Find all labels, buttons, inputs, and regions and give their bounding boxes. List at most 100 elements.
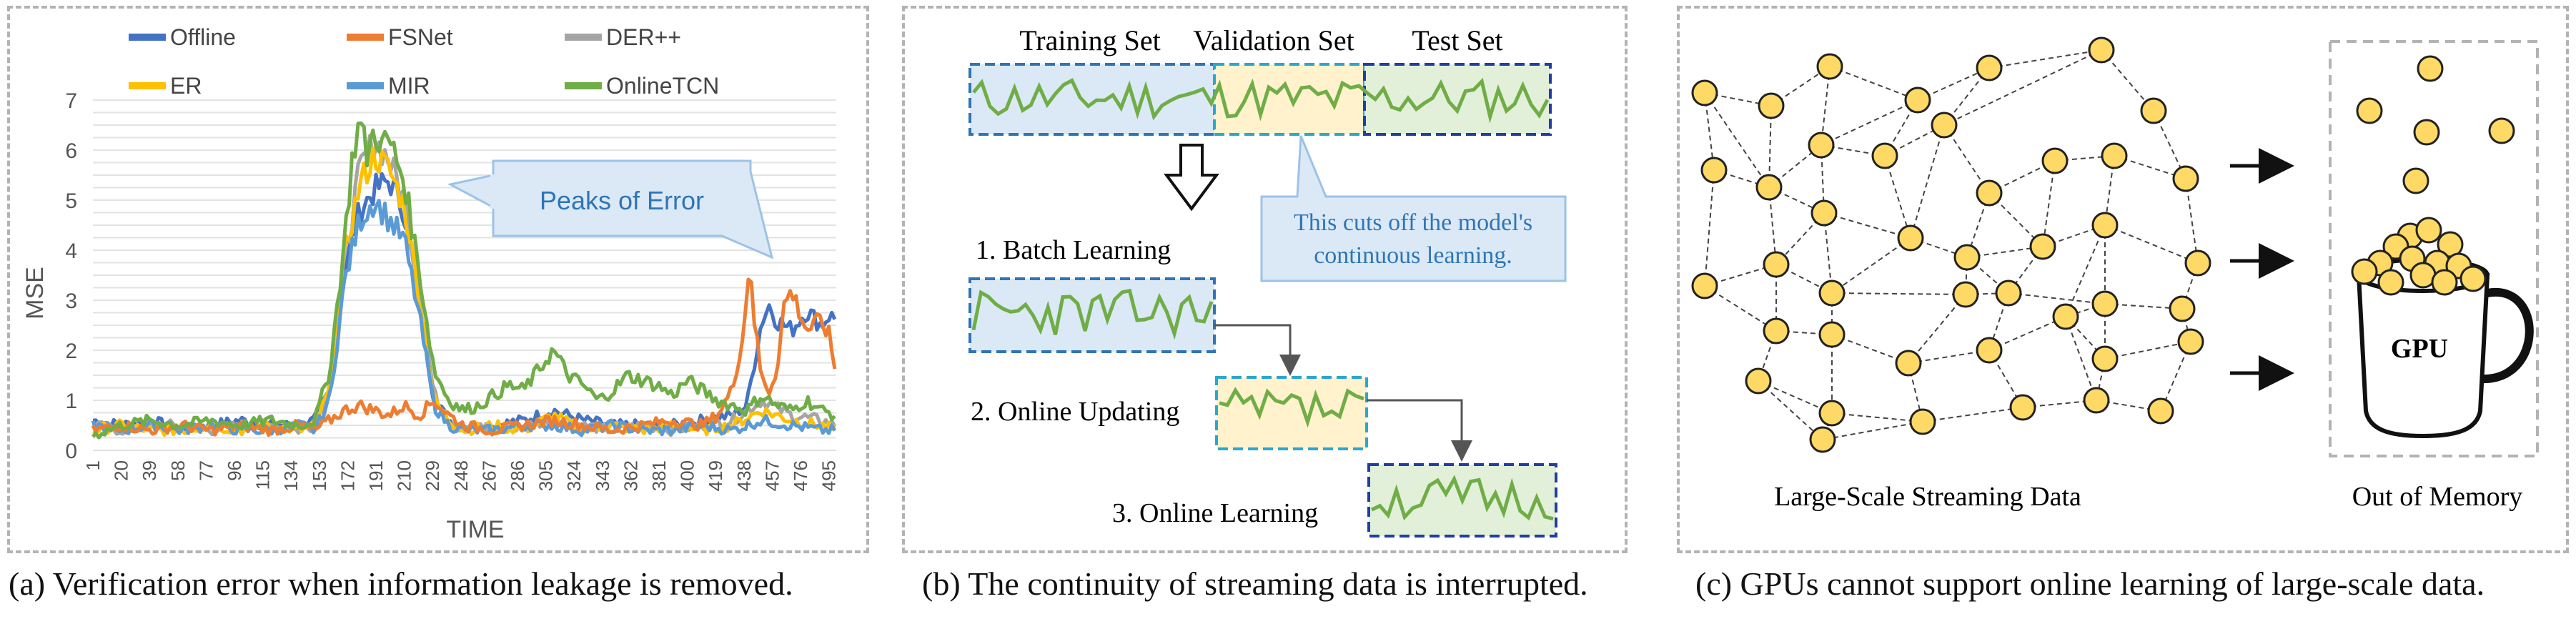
network-edge [1831,412,1923,422]
data-node [2091,290,2119,317]
x-tick-label: 457 [761,460,783,491]
data-node [1952,281,1979,308]
x-tick-label: 134 [280,460,302,491]
data-node [2169,295,2196,322]
y-tick-label: 0 [65,440,77,463]
network-edge [1910,124,1945,239]
network-edge [1965,257,1968,295]
overflow-node [2459,265,2487,292]
large-scale-label: Large-Scale Streaming Data [1774,482,2081,512]
validation-box-2 [1215,376,1368,450]
validation-signal [1219,387,1364,428]
batch-box [969,277,1216,353]
x-tick-label: 20 [111,460,132,481]
chart-legend: Offline FSNet DER++ ER MIR OnlineTCN [129,24,719,99]
network-nodes [1691,36,2211,453]
x-tick-label: 77 [195,460,217,481]
data-node [1976,337,2003,364]
gpu-mug: GPU [2356,257,2534,439]
x-tick-label: 438 [733,460,755,491]
overflow-node [2431,269,2458,296]
data-node [1755,174,1783,201]
callout-b-line1: This cuts off the model's [1294,209,1532,236]
network-edge [1704,285,1777,332]
callout-seam-right [743,223,753,234]
series-line-fsnet [91,277,837,437]
test-set-box [1363,63,1552,136]
batch-signal [971,288,1214,340]
network-edge [1943,49,2102,126]
network-edge [1884,155,1911,239]
step-online-learning: 3. Online Learning [1112,498,1318,528]
header-test: Test Set [1412,24,1502,56]
x-tick-label: 58 [167,460,189,481]
network-edge [1823,212,1833,294]
panel-c: Large-Scale Streaming Data Out of Memory… [1691,36,2539,512]
overflow-node [2402,167,2429,194]
network-edge [1943,124,1990,194]
data-node [1810,199,1838,227]
network-edge [2185,178,2199,264]
overflow-node [2351,258,2378,285]
header-training: Training Set [1019,24,1160,56]
data-node [1808,132,1835,159]
x-tick-label: 362 [620,460,641,491]
network-edge [1988,49,2102,69]
x-tick-label: 419 [705,460,726,491]
x-tick-label: 191 [365,460,387,491]
training-set-box [969,63,1216,136]
x-tick-label: 248 [450,460,472,491]
caption-b: (b) The continuity of streaming data is … [922,565,1588,602]
overflow-node [2413,119,2440,146]
arrow-batch-to-online [1214,324,1301,376]
x-tick-label: 267 [478,460,500,491]
y-axis-label: MSE [21,267,49,320]
data-node [2083,387,2110,414]
data-node [1904,86,1931,114]
data-node [1700,157,1728,184]
chart-series [91,121,837,440]
x-tick-label: 229 [422,460,443,491]
panel-c-frame [1677,6,2569,553]
data-node [1895,350,1922,377]
network-edge [1829,66,1918,101]
callout-b-shape [1260,135,1567,282]
legend-label-er: ER [170,73,202,99]
panel-b-frame [902,6,1628,553]
out-of-memory-label: Out of Memory [2352,482,2523,512]
x-tick-label: 210 [394,460,415,491]
x-tick-label: 115 [252,460,274,490]
y-tick-label: 1 [65,390,77,413]
data-node [2091,212,2119,239]
mug-body [2356,273,2490,439]
gpu-label: GPU [2391,334,2448,364]
y-tick-label: 5 [65,189,77,213]
data-node [1995,279,2022,307]
network-edge [1704,169,1715,287]
data-node [1809,426,1836,453]
data-node [2009,394,2036,421]
network-edge [1922,407,2023,422]
legend-label-fsnet: FSNet [388,24,453,50]
callout-text: Peaks of Error [540,186,704,215]
x-tick-label: 495 [818,460,840,491]
callout-shape [492,159,774,259]
data-node [1818,279,1846,307]
cut-off-callout: This cuts off the model's continuous lea… [1260,135,1567,282]
network-edge [1758,380,1833,414]
network-edge [2101,49,2154,112]
network-edge [1823,212,1911,239]
x-tick-label: 39 [139,460,160,481]
x-tick-label: 1 [82,460,104,470]
mug-handle [2480,287,2534,384]
panel-a-frame [7,6,869,553]
overflow-node [2356,97,2383,124]
data-node [1976,179,2003,207]
caption-c: (c) GPUs cannot support online learning … [1695,565,2485,602]
callout-seam-left [490,174,496,209]
step-online-updating: 2. Online Updating [971,397,1179,427]
data-node [2184,249,2211,277]
x-tick-label: 286 [507,460,528,491]
